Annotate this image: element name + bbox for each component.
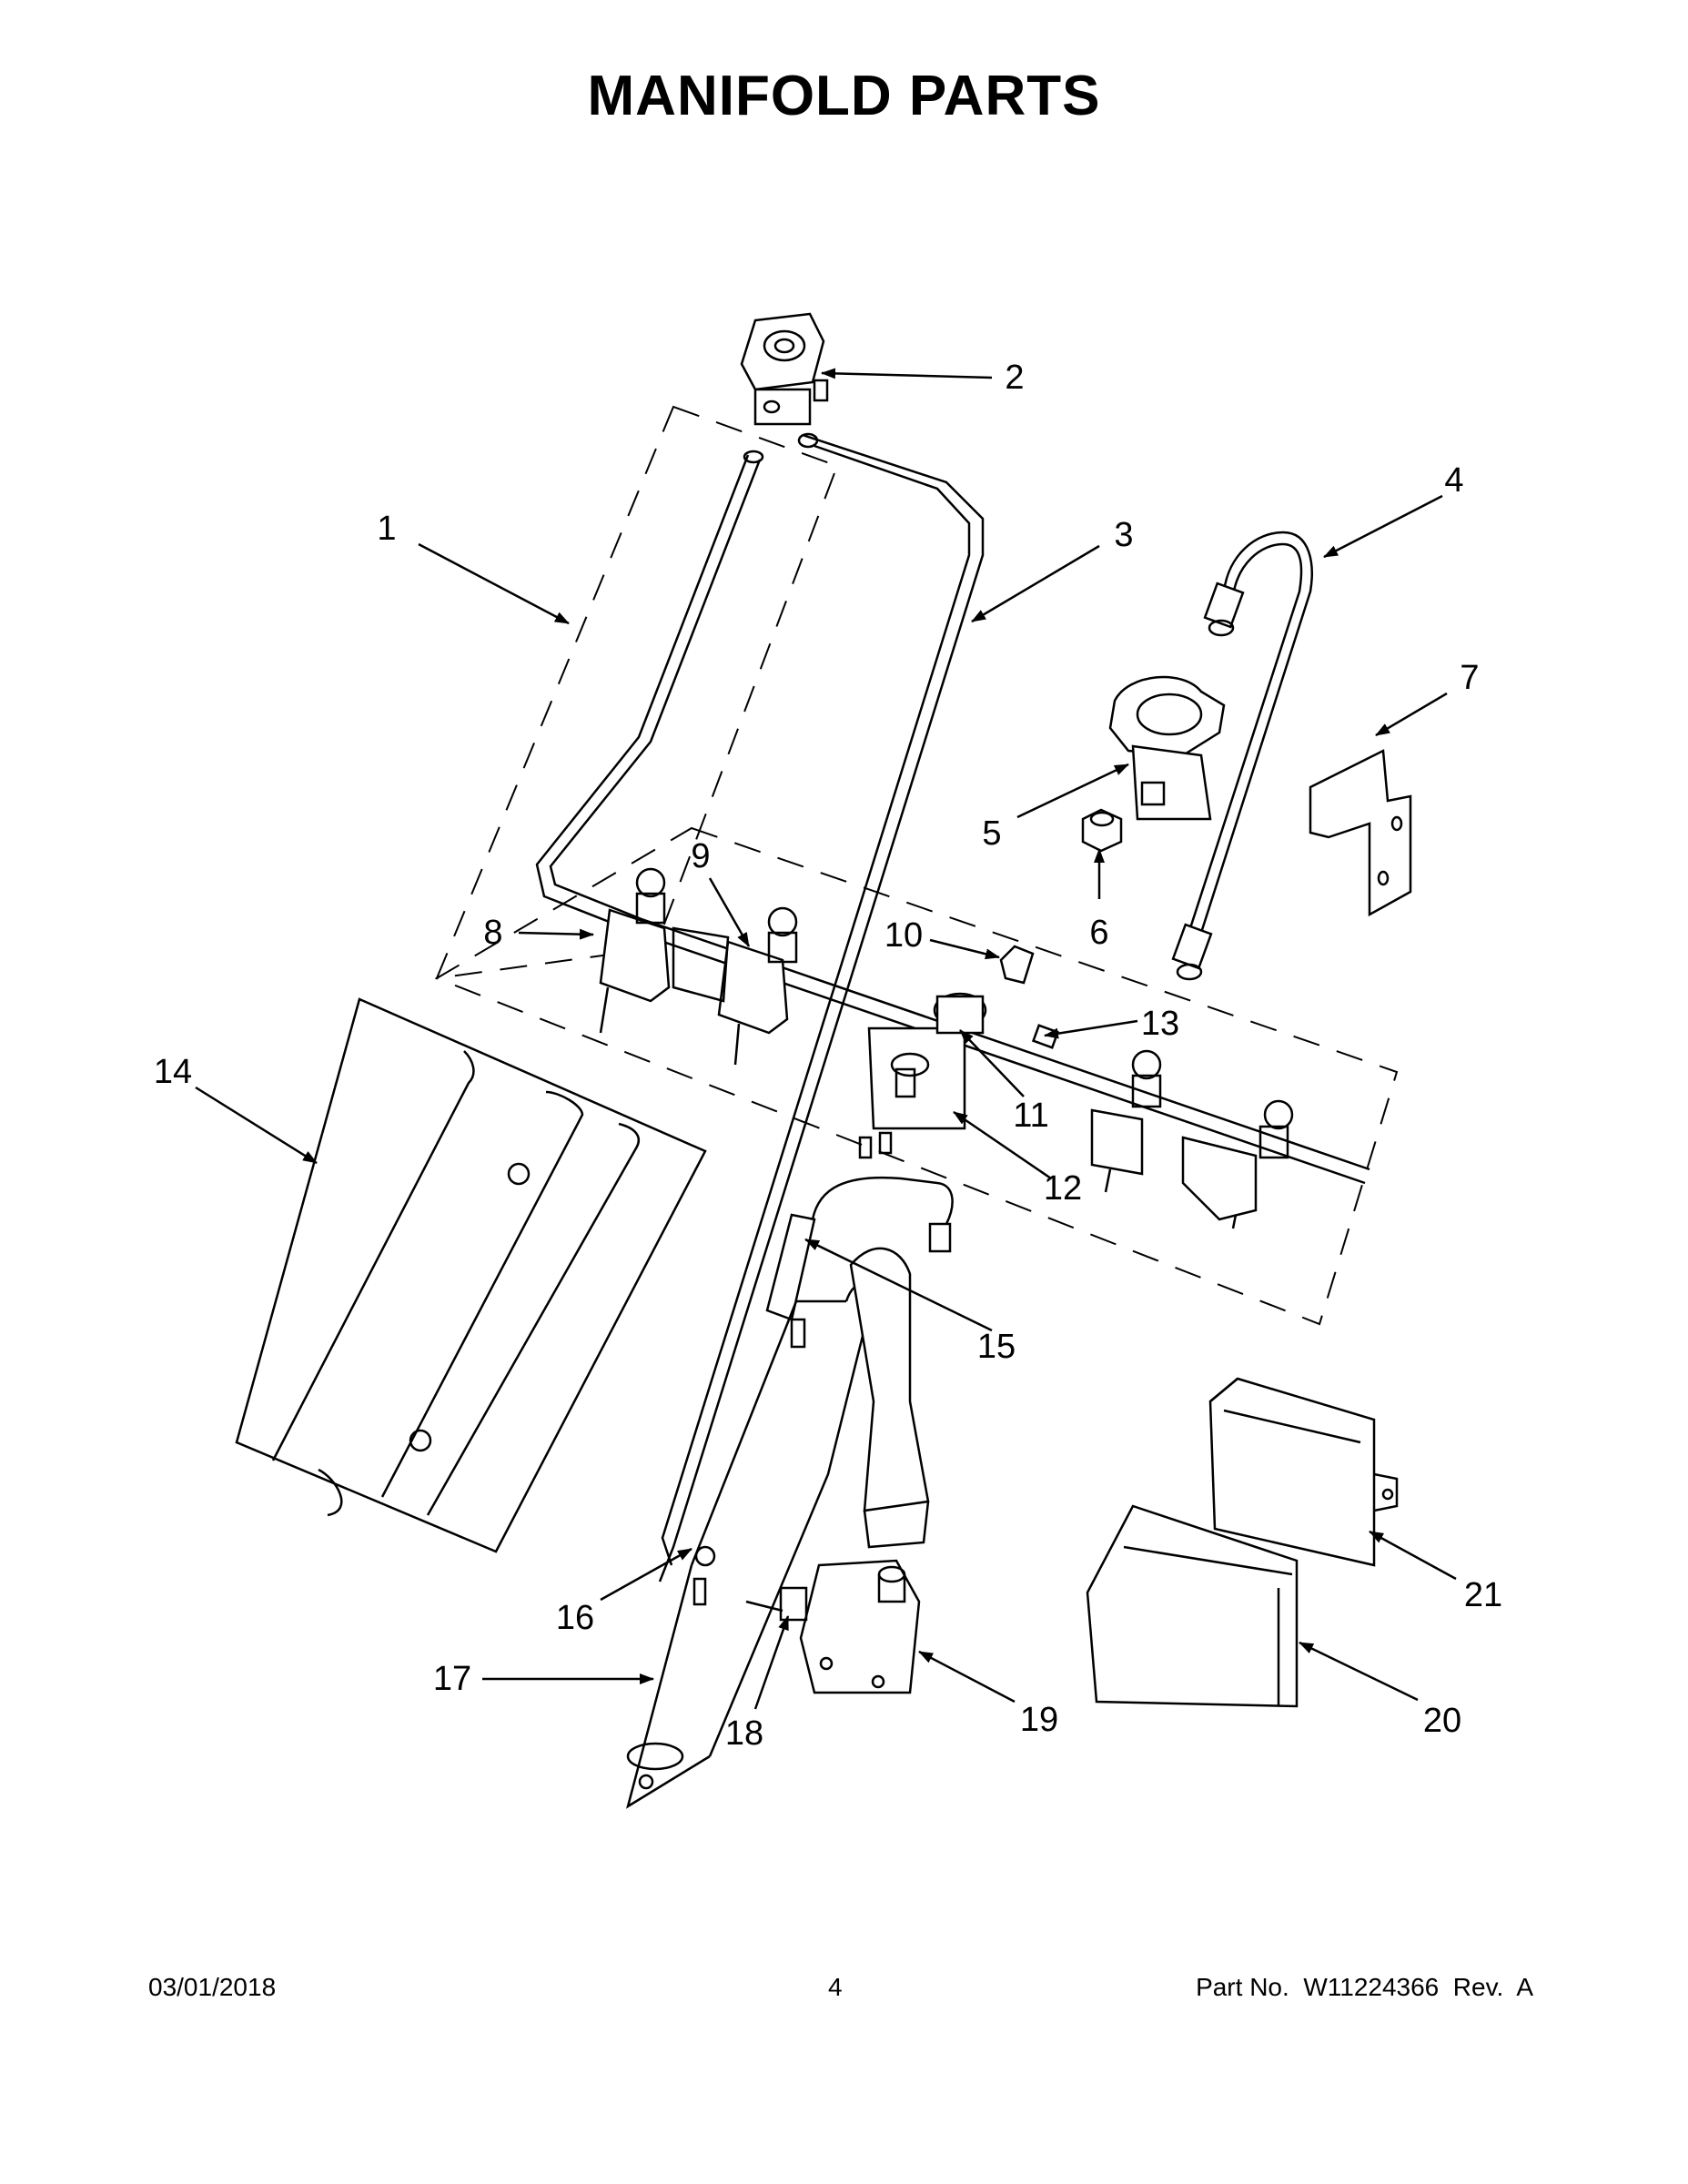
screw-part-16: [692, 1545, 716, 1606]
callout-12: 12: [1044, 1169, 1082, 1208]
burner-valve-1: [599, 867, 671, 1034]
leader-1: [418, 542, 570, 625]
burner-valve-11: [858, 992, 987, 1159]
callout-15: 15: [977, 1328, 1016, 1366]
leader-5: [1016, 763, 1129, 819]
footer-date: 03/01/2018: [148, 1973, 277, 2001]
venturi-part: [849, 1247, 930, 1549]
regulator-part: [740, 312, 829, 426]
callout-5: 5: [982, 814, 1001, 853]
heat-shield-part: [235, 997, 707, 1553]
footer-part-number: Part No. W11224366 Rev. A: [1196, 1973, 1533, 2001]
leader-8: [518, 928, 594, 940]
leader-10: [929, 938, 1000, 960]
leader-9: [708, 877, 751, 947]
page-title: MANIFOLD PARTS: [587, 65, 1101, 127]
leader-4: [1323, 494, 1443, 559]
burner-valve-5: [1181, 1099, 1294, 1229]
igniter-part: [765, 1176, 954, 1349]
callout-13: 13: [1141, 1005, 1179, 1043]
leader-18: [753, 1615, 790, 1710]
leader-2: [821, 368, 993, 379]
flex-hose-part: [1171, 531, 1313, 981]
callout-14: 14: [154, 1053, 192, 1091]
callout-17: 17: [433, 1660, 471, 1698]
tube-part-3: [658, 432, 985, 1582]
cover-box-part: [1086, 1504, 1299, 1708]
leader-12: [953, 1110, 1052, 1180]
leader-15: [804, 1238, 993, 1332]
clip-part: [999, 945, 1035, 985]
callout-18: 18: [725, 1714, 763, 1753]
callout-10: 10: [884, 916, 923, 955]
callout-6: 6: [1089, 914, 1108, 952]
footer-page-number: 4: [828, 1973, 843, 2001]
leader-21: [1369, 1530, 1457, 1581]
leader-11: [959, 1029, 1025, 1097]
callout-2: 2: [1005, 359, 1024, 397]
callout-4: 4: [1444, 461, 1463, 500]
leader-13: [1044, 1019, 1138, 1039]
callout-16: 16: [556, 1599, 594, 1637]
callout-21: 21: [1464, 1576, 1502, 1614]
orifice-part: [1081, 808, 1123, 853]
valve-part-5: [1108, 675, 1226, 821]
leader-16: [600, 1547, 692, 1602]
callout-1: 1: [377, 510, 396, 548]
burner-valve-2: [672, 906, 798, 1066]
callout-9: 9: [691, 837, 710, 875]
callout-7: 7: [1460, 659, 1479, 697]
leader-14: [195, 1086, 318, 1165]
bracket-part-7: [1309, 749, 1412, 917]
callout-11: 11: [1013, 1097, 1048, 1135]
callout-20: 20: [1423, 1702, 1461, 1740]
callout-19: 19: [1020, 1701, 1058, 1739]
leader-7: [1375, 692, 1448, 737]
leader-19: [918, 1650, 1016, 1704]
safety-valve-part: [745, 1559, 921, 1694]
junction-box-part: [1208, 1377, 1399, 1567]
callout-3: 3: [1114, 516, 1133, 554]
leader-3: [971, 544, 1100, 623]
leader-20: [1299, 1641, 1419, 1702]
callout-8: 8: [483, 914, 502, 952]
burner-valve-4: [1090, 1049, 1162, 1193]
manifold-group-outline: [434, 826, 1399, 1326]
